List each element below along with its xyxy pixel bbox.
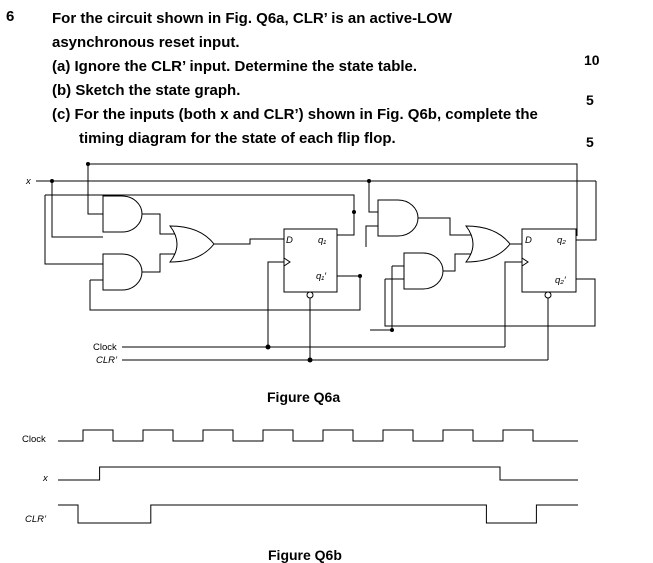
x-to-and1-wire	[51, 181, 103, 238]
ff1-clr-bubble	[306, 291, 314, 299]
timing-x-label: x	[43, 473, 48, 484]
or-gate-2	[464, 225, 511, 263]
marks-part-b: 5	[586, 92, 594, 108]
and1-to-or1	[142, 213, 175, 235]
ff2-clr-bubble	[544, 291, 552, 299]
and-gate-4	[403, 252, 444, 290]
and-gate-3	[377, 199, 419, 237]
junction-dot	[50, 179, 54, 183]
x-to-and3	[368, 181, 378, 213]
and3-to-or2	[418, 217, 471, 236]
question-line-2: asynchronous reset input.	[52, 34, 240, 51]
clr-label: CLR’	[96, 355, 118, 366]
x-waveform	[58, 466, 578, 481]
junction-dot	[390, 328, 394, 332]
ff1-d-label: D	[286, 235, 293, 246]
marks-part-c: 5	[586, 134, 594, 150]
and4-to-or2	[443, 253, 471, 272]
question-part-b: (b) Sketch the state graph.	[52, 82, 241, 99]
junction-dot	[367, 179, 371, 183]
junction-dot	[265, 344, 271, 350]
ff1-clock-triangle	[283, 257, 291, 267]
x-input-label: x	[25, 176, 32, 187]
ff2-clock-triangle	[521, 257, 529, 267]
junction-dot	[358, 274, 362, 278]
and-gate-2	[102, 253, 143, 291]
clock-waveform	[58, 429, 578, 442]
q1bar-loop	[89, 275, 361, 311]
ff1-q-label: q₁	[318, 235, 326, 246]
ff2-clock-wire	[504, 261, 522, 347]
q2-feedback-right	[576, 181, 597, 241]
clr-waveform	[58, 504, 578, 524]
ff2-q-label: q₂	[557, 235, 566, 246]
junction-dot	[307, 357, 313, 363]
feedback-to-and1	[87, 164, 103, 215]
timing-clr-label: CLR’	[25, 514, 47, 525]
ff2-d-label: D	[525, 235, 532, 246]
question-part-a: (a) Ignore the CLR’ input. Determine the…	[52, 58, 418, 75]
ff2-qbar-label: q₂′	[555, 275, 567, 286]
top-feedback-wire	[88, 163, 578, 236]
figure-q6b-caption: Figure Q6b	[268, 547, 342, 563]
junction-dot	[86, 162, 90, 166]
and-gate-1	[102, 195, 143, 233]
ff1-clock-wire	[267, 261, 284, 347]
question-part-c: (c) For the inputs (both x and CLR’) sho…	[52, 106, 538, 123]
and4-loop-a	[370, 266, 393, 331]
q2bar-loop	[384, 278, 596, 327]
and3-input-2	[365, 225, 378, 247]
question-line-1: For the circuit shown in Fig. Q6a, CLR’ …	[52, 10, 453, 27]
figure-q6a-caption: Figure Q6a	[267, 389, 341, 405]
timing-clock-label: Clock	[22, 434, 46, 445]
marks-part-a: 10	[584, 52, 600, 68]
q1-to-left	[45, 194, 355, 236]
ff1-qbar-label: q₁′	[316, 271, 327, 282]
clock-label: Clock	[93, 342, 117, 353]
question-number: 6	[6, 8, 15, 25]
or1-to-ff1-d	[214, 238, 284, 245]
or-gate-1	[168, 225, 215, 263]
and2-to-or1	[142, 253, 175, 273]
question-part-c-cont: timing diagram for the state of each fli…	[79, 130, 396, 147]
junction-dot	[352, 210, 356, 214]
left-loop-wire	[44, 195, 103, 265]
